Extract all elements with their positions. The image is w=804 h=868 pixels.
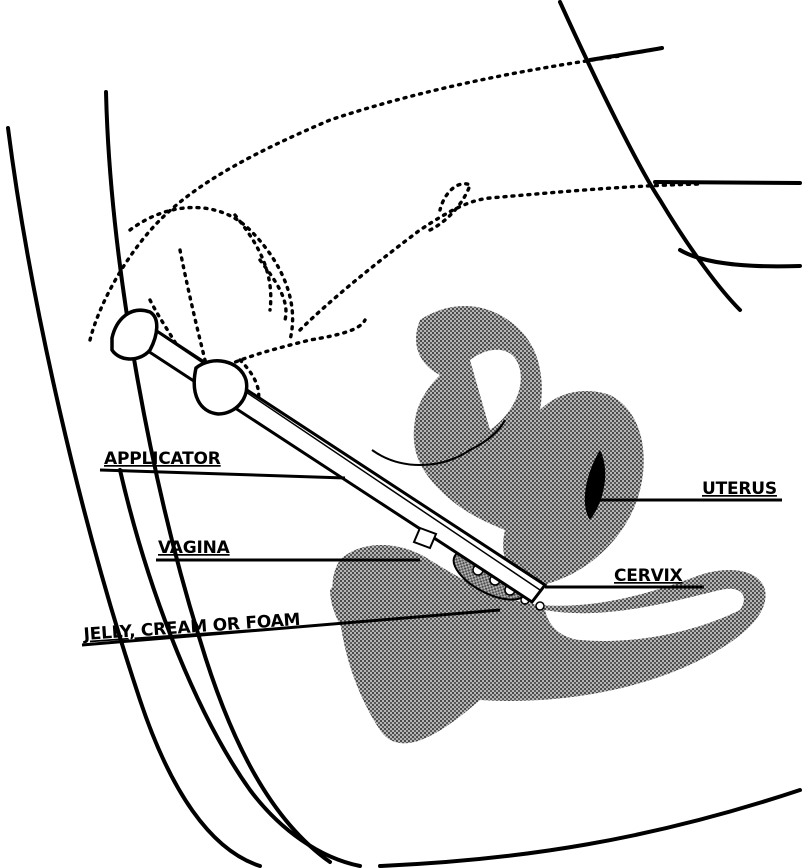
uterus-shape [372,306,644,587]
label-cervix: CERVIX [614,566,683,586]
label-vagina: VAGINA [158,538,231,558]
label-applicator: APPLICATOR [104,449,221,469]
label-uterus: UTERUS [702,479,777,499]
